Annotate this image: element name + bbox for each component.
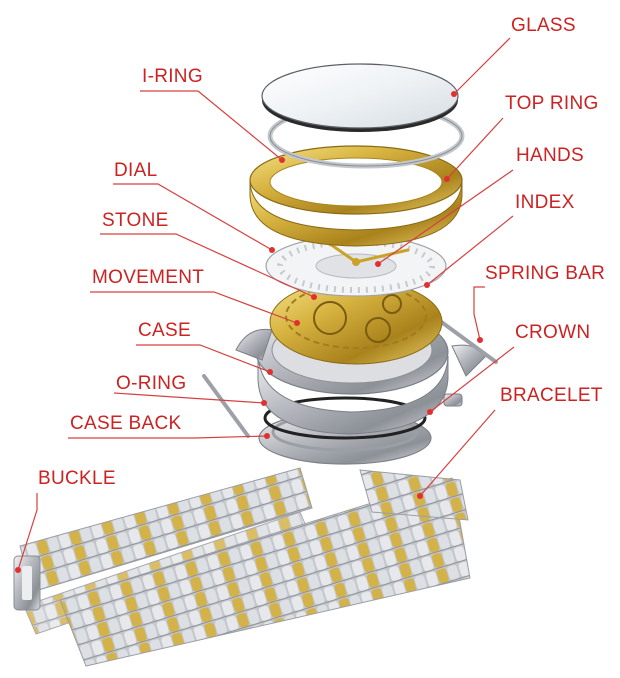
- dot-top-ring: [444, 176, 450, 182]
- dot-index: [424, 282, 430, 288]
- leader-lines: [17, 37, 515, 571]
- label-hands: HANDS: [516, 145, 585, 166]
- leader-hands: [377, 169, 514, 265]
- label-index: INDEX: [515, 192, 575, 213]
- label-dial: DIAL: [114, 160, 158, 181]
- label-movement: MOVEMENT: [92, 267, 205, 288]
- crown-shape: [443, 393, 463, 407]
- leader-dial: [113, 183, 273, 251]
- leader-top-ring: [446, 117, 504, 180]
- leader-case-back: [68, 435, 268, 439]
- dot-movement: [294, 320, 300, 326]
- label-bracelet: BRACELET: [500, 385, 603, 406]
- label-i-ring: I-RING: [142, 66, 203, 87]
- leader-spring-bar: [473, 286, 485, 341]
- dot-glass: [451, 91, 457, 97]
- glass-shape: [261, 63, 459, 132]
- dot-bracelet: [417, 493, 423, 499]
- dot-case: [267, 369, 273, 375]
- dot-i-ring: [279, 157, 285, 163]
- leader-glass: [453, 37, 511, 95]
- dot-hands: [375, 261, 381, 267]
- dot-crown: [427, 409, 433, 415]
- spring-bar-shape: [434, 316, 498, 364]
- label-top-ring: TOP RING: [505, 93, 599, 114]
- movement-shape: [269, 279, 443, 365]
- label-glass: GLASS: [511, 15, 576, 36]
- dot-spring-bar: [477, 337, 483, 343]
- o-ring-shape: [263, 396, 427, 440]
- label-spring-bar: SPRING BAR: [485, 263, 606, 284]
- leader-i-ring: [140, 90, 283, 161]
- leader-bracelet: [419, 409, 496, 497]
- dot-stone: [311, 294, 317, 300]
- leader-movement: [90, 291, 298, 324]
- label-case: CASE: [138, 320, 191, 341]
- leader-index: [426, 215, 514, 286]
- leader-dots: [15, 91, 483, 573]
- leader-case: [136, 344, 271, 373]
- leader-buckle: [17, 493, 38, 571]
- bracelet-shape: [19, 467, 471, 667]
- leader-stone: [100, 233, 315, 298]
- label-crown: CROWN: [515, 322, 591, 343]
- dot-o-ring: [261, 400, 267, 406]
- leader-o-ring: [113, 392, 265, 404]
- label-case-back: CASE BACK: [70, 413, 182, 434]
- label-buckle: BUCKLE: [38, 468, 116, 489]
- dot-case-back: [264, 433, 270, 439]
- spring-bar-shape-2: [202, 374, 250, 438]
- label-stone: STONE: [102, 210, 169, 231]
- dot-buckle: [15, 567, 21, 573]
- label-o-ring: O-RING: [116, 373, 187, 394]
- dot-dial: [269, 247, 275, 253]
- hands-shape: [328, 242, 410, 266]
- buckle-shape: [13, 555, 41, 611]
- leader-crown: [429, 346, 515, 413]
